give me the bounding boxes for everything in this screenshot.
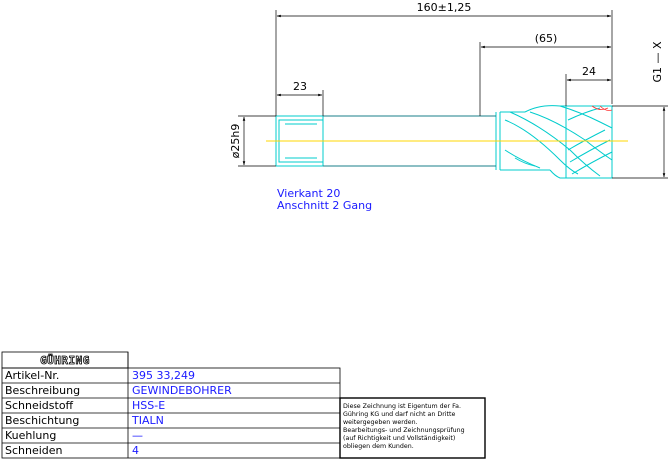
label-cutting-material: Schneidstoff [5,399,74,412]
thread-helix-c [571,151,613,175]
dim-diameter-label: ø25h9 [229,124,242,159]
company-logo: GÜHRING [40,353,90,367]
notice-line: Bearbeitungs- und Zeichnungsprüfung [343,427,465,434]
dim-flute-label: (65) [535,32,558,45]
label-cooling: Kuehlung [5,429,56,442]
value-cutting-edges: 4 [132,444,139,457]
value-article-number: 395 33,249 [132,369,195,382]
dim-square-label: 23 [293,80,307,93]
helical-flute-4 [559,105,613,129]
tool-outline [275,105,613,179]
helical-flute-3 [529,111,613,161]
value-coating: TIALN [131,414,164,427]
label-coating: Beschichtung [5,414,79,427]
ownership-notice: Diese Zeichnung ist Eigentum der Fa. Güh… [343,403,465,450]
value-description: GEWINDEBOHRER [132,384,232,397]
notice-line: weitergegeben werden. [343,419,418,426]
label-cutting-edges: Schneiden [5,444,63,457]
dim-thread-length-label: 24 [582,65,596,78]
dim-overall-label: 160±1,25 [417,1,472,14]
value-cutting-material: HSS-E [132,399,165,412]
value-cooling: — [132,429,143,442]
shank-hidden-lines [323,115,496,167]
thread-accent [591,105,613,111]
note-square-drive: Vierkant 20 [277,187,340,200]
label-article-number: Artikel-Nr. [5,369,59,382]
dim-thread-size-label: G1 — X [651,41,664,83]
thread-helix-a [567,129,606,151]
title-block: GÜHRING Artikel-Nr. 395 33,249 Beschreib… [1,351,486,459]
dimension-lines [238,10,668,179]
helical-flute-6 [514,157,536,167]
helical-flute-5 [504,149,541,169]
thread-body [524,105,613,179]
note-chamfer: Anschnitt 2 Gang [277,199,372,212]
notice-line: Diese Zeichnung ist Eigentum der Fa. [343,403,461,410]
helical-flute-1 [504,119,579,175]
notice-line: Gühring KG und darf nicht an Dritte [343,411,455,418]
label-description: Beschreibung [5,384,80,397]
notice-line: obliegen dem Kunden. [343,443,414,450]
thread-helix-b [569,139,611,163]
helical-flute-2 [509,111,601,177]
notice-line: (auf Richtigkeit und Vollständigkeit) [343,435,455,442]
